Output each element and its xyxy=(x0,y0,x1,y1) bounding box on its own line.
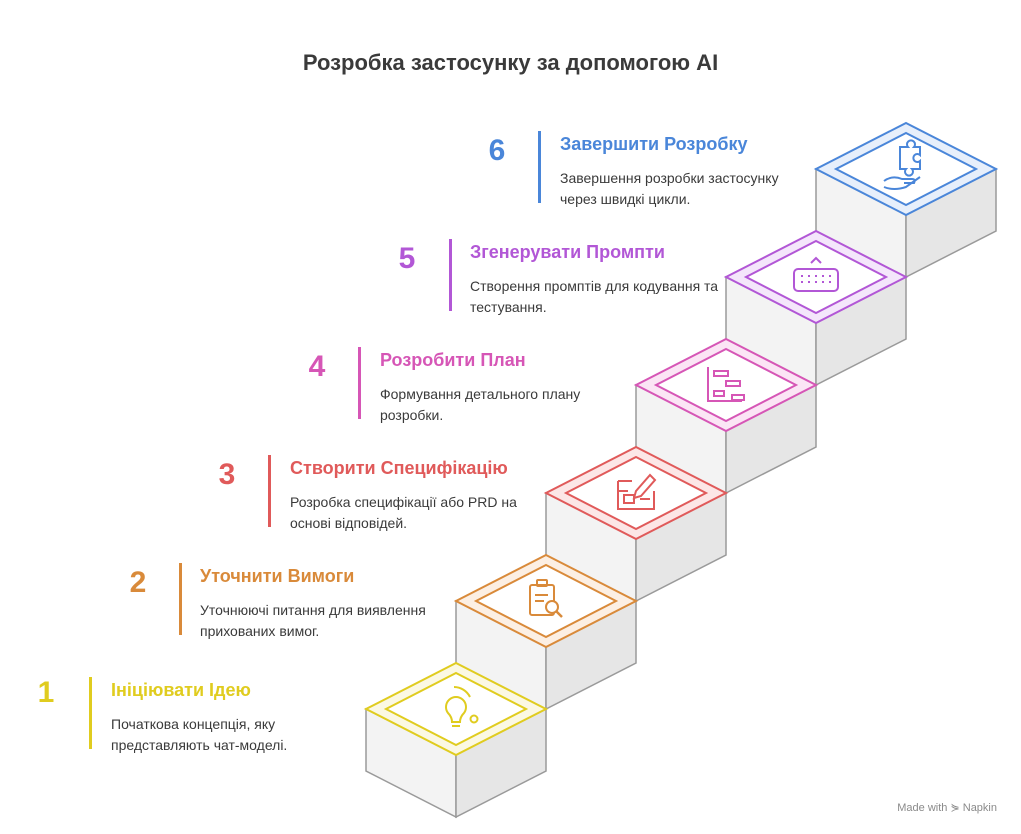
step-heading: Згенерувати Промпти xyxy=(470,242,665,262)
puzzle-hand-icon xyxy=(883,139,921,190)
step-description: Уточнюючі питання для виявлення прихован… xyxy=(200,602,426,639)
lightbulb-icon xyxy=(445,686,479,727)
step-accent-bar xyxy=(268,455,271,527)
step-3-top xyxy=(543,445,729,541)
step-number: 4 xyxy=(308,350,326,383)
made-with-label: Made with xyxy=(897,802,948,814)
step-2-top xyxy=(453,553,639,649)
page-title: Розробка застосунку за допомогою AI xyxy=(302,50,719,75)
step-accent-bar xyxy=(89,677,92,749)
keyboard-icon xyxy=(793,256,839,292)
step-heading: Створити Специфікацію xyxy=(290,458,508,478)
footer-credit: Made with ⋟ Napkin xyxy=(897,801,997,814)
blueprint-pencil-icon xyxy=(617,473,657,510)
step-heading: Розробити План xyxy=(380,350,526,370)
step-number: 2 xyxy=(129,566,147,599)
step-accent-bar xyxy=(179,563,182,635)
step-number: 5 xyxy=(398,242,416,275)
step-accent-bar xyxy=(358,347,361,419)
step-heading: Уточнити Вимоги xyxy=(200,566,355,586)
step-description: Розробка специфікації або PRD на основі … xyxy=(290,494,517,531)
step-number: 6 xyxy=(488,134,506,167)
step-6-top xyxy=(813,121,999,217)
step-description: Завершення розробки застосунку через шви… xyxy=(560,170,779,207)
step-5-top xyxy=(723,229,909,325)
step-4-top xyxy=(633,337,819,433)
step-heading: Ініціювати Ідею xyxy=(111,680,251,700)
step-description: Формування детального плану розробки. xyxy=(380,386,581,423)
brand-label: Napkin xyxy=(962,802,997,814)
step-accent-bar xyxy=(449,239,452,311)
step-2-inner-diamond xyxy=(473,563,619,639)
staircase-steps xyxy=(363,121,999,757)
step-number: 3 xyxy=(218,458,236,491)
napkin-logo-icon: ⋟ xyxy=(950,802,960,814)
step-description: Створення промптів для кодування та тест… xyxy=(470,278,719,315)
clipboard-search-icon xyxy=(529,579,563,618)
step-1-inner-diamond xyxy=(383,671,529,747)
step-number: 1 xyxy=(37,676,55,709)
step-heading: Завершити Розробку xyxy=(560,134,748,154)
step-description: Початкова концепція, яку представляють ч… xyxy=(111,716,288,753)
step-accent-bar xyxy=(538,131,541,203)
step-1-top xyxy=(363,661,549,757)
plan-chart-icon xyxy=(707,367,745,402)
